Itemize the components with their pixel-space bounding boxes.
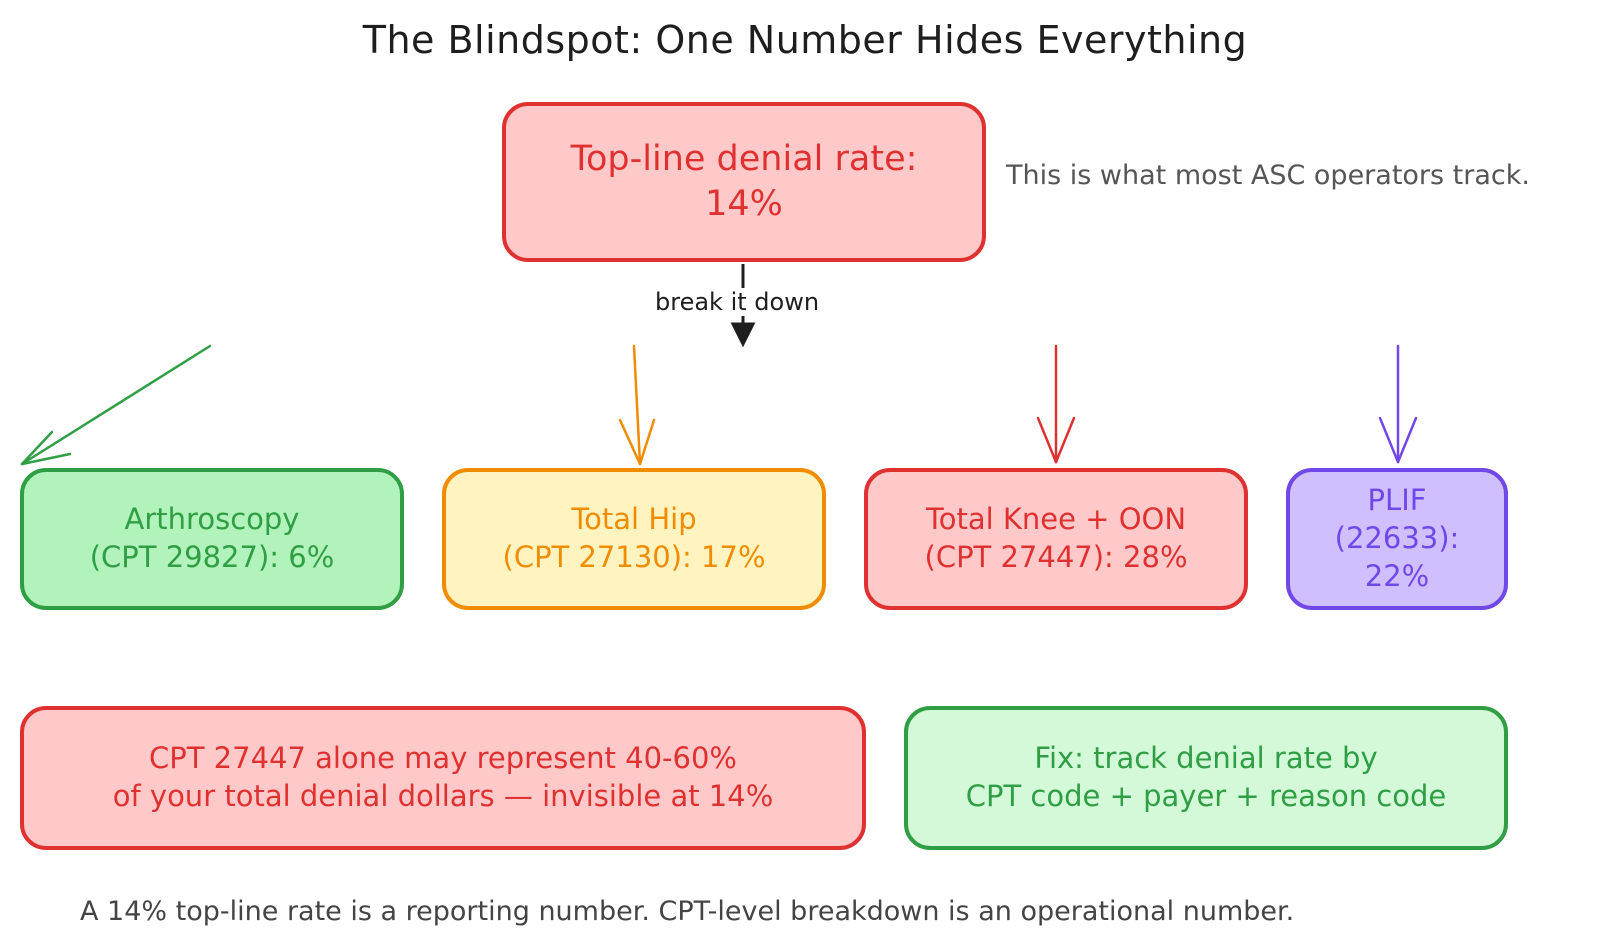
segment-code: (22633):	[1334, 521, 1460, 556]
segment-name: Arthroscopy	[124, 502, 300, 537]
segment-total-knee: Total Knee + OON (CPT 27447): 28%	[864, 468, 1248, 610]
topline-rate-box: Top-line denial rate: 14%	[502, 102, 986, 262]
fix-line-2: CPT code + payer + reason code	[965, 779, 1447, 813]
segment-name: PLIF	[1367, 483, 1427, 518]
fix-box: Fix: track denial rate by CPT code + pay…	[904, 706, 1508, 850]
topline-value: 14%	[705, 184, 783, 224]
segment-rate: (CPT 29827): 6%	[89, 540, 335, 574]
arrow-plif	[1378, 344, 1418, 464]
diagram-title: The Blindspot: One Number Hides Everythi…	[362, 18, 1248, 62]
topline-label: Top-line denial rate:	[570, 138, 918, 179]
arrow-total-hip	[618, 344, 656, 466]
topline-note: This is what most ASC operators track.	[1006, 160, 1530, 191]
arrow-arthroscopy	[20, 344, 212, 466]
arrow-total-knee	[1036, 344, 1076, 464]
segment-rate: 22%	[1364, 558, 1430, 593]
segment-rate: (CPT 27130): 17%	[502, 540, 766, 574]
segment-name: Total Hip	[571, 502, 697, 537]
fix-line-1: Fix: track denial rate by	[1034, 741, 1378, 776]
connector-label: break it down	[651, 288, 824, 316]
insight-line-2: of your total denial dollars — invisible…	[112, 779, 774, 813]
insight-line-1: CPT 27447 alone may represent 40-60%	[149, 741, 737, 776]
segment-name: Total Knee + OON	[925, 502, 1187, 537]
footer-caption: A 14% top-line rate is a reporting numbe…	[80, 896, 1295, 927]
segment-rate: (CPT 27447): 28%	[924, 540, 1188, 574]
segment-plif: PLIF (22633): 22%	[1286, 468, 1508, 610]
insight-box: CPT 27447 alone may represent 40-60% of …	[20, 706, 866, 850]
segment-total-hip: Total Hip (CPT 27130): 17%	[442, 468, 826, 610]
segment-arthroscopy: Arthroscopy (CPT 29827): 6%	[20, 468, 404, 610]
